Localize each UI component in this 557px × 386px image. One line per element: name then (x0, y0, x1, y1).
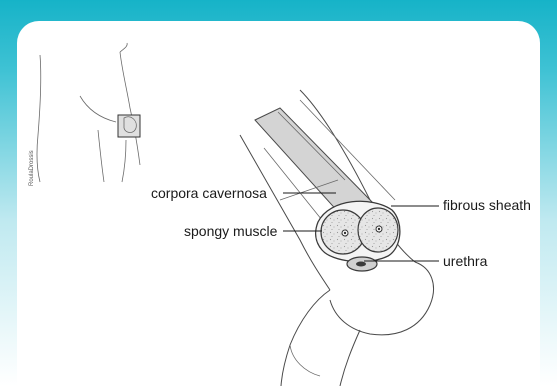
artist-credit: RoulaDrossis (29, 150, 35, 186)
label-fibrous-sheath: fibrous sheath (443, 197, 531, 213)
body-overview-figure (37, 43, 140, 182)
label-spongy-muscle: spongy muscle (184, 223, 278, 239)
label-urethra: urethra (443, 253, 488, 269)
label-corpora-cavernosa: corpora cavernosa (151, 185, 267, 201)
